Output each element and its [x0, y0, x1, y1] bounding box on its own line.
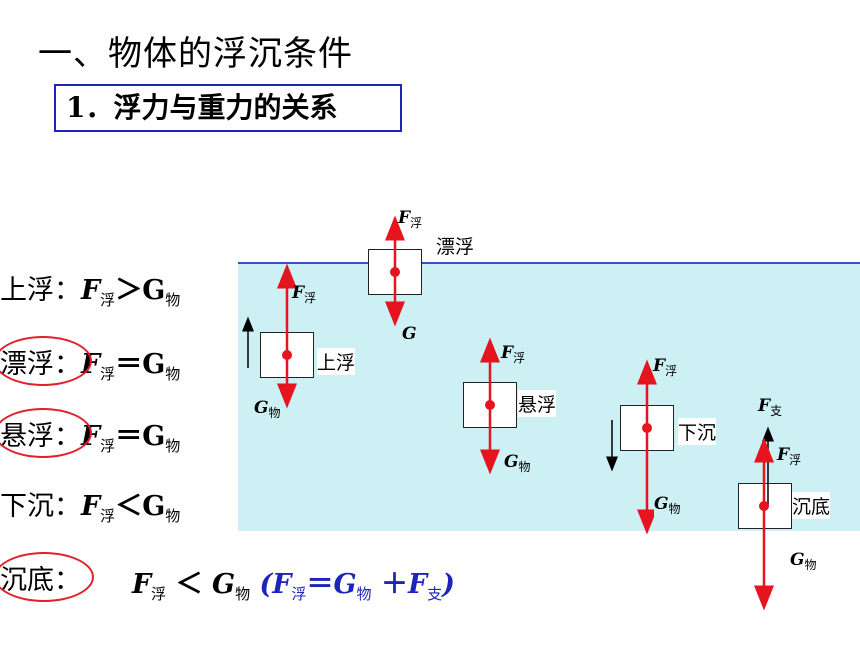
section-heading: 1．浮力与重力的关系: [54, 84, 402, 132]
label-rising-buoyancy: F浮: [292, 283, 317, 305]
highlight-circle-float: [0, 336, 92, 386]
label-bottom: 沉底: [792, 492, 831, 519]
label-rising: 上浮: [317, 348, 356, 375]
page-title: 一、物体的浮沉条件: [38, 34, 353, 74]
label-sinking-gravity: G物: [654, 494, 681, 517]
point-suspended: [485, 400, 495, 410]
label-suspended: 悬浮: [518, 390, 557, 417]
bottom-formula: F浮 ＜ G物 (F浮＝G物 ＋F支): [132, 569, 455, 603]
label-suspended-buoyancy: F浮: [501, 343, 526, 365]
label-bottom-support: F支: [758, 396, 783, 418]
label-sinking-buoyancy: F浮: [653, 356, 678, 378]
condition-rise: 上浮：F浮＞G物: [0, 275, 181, 309]
point-sinking: [642, 423, 652, 433]
label-floating: 漂浮: [436, 236, 475, 258]
label-bottom-gravity: G物: [790, 550, 817, 572]
condition-sink: 下沉：F浮＜G物: [0, 491, 181, 525]
label-floating-buoyancy: F浮: [398, 208, 423, 230]
label-bottom-buoyancy: F浮: [777, 445, 802, 467]
point-bottom: [759, 501, 769, 511]
label-floating-gravity: G: [402, 324, 417, 344]
highlight-circle-bottom: [0, 552, 94, 602]
label-rising-gravity: G物: [254, 398, 281, 420]
label-sinking: 下沉: [678, 418, 717, 445]
highlight-circle-suspend: [0, 408, 92, 458]
point-rising: [282, 350, 292, 360]
label-suspended-gravity: G物: [504, 452, 531, 474]
point-floating: [390, 267, 400, 277]
